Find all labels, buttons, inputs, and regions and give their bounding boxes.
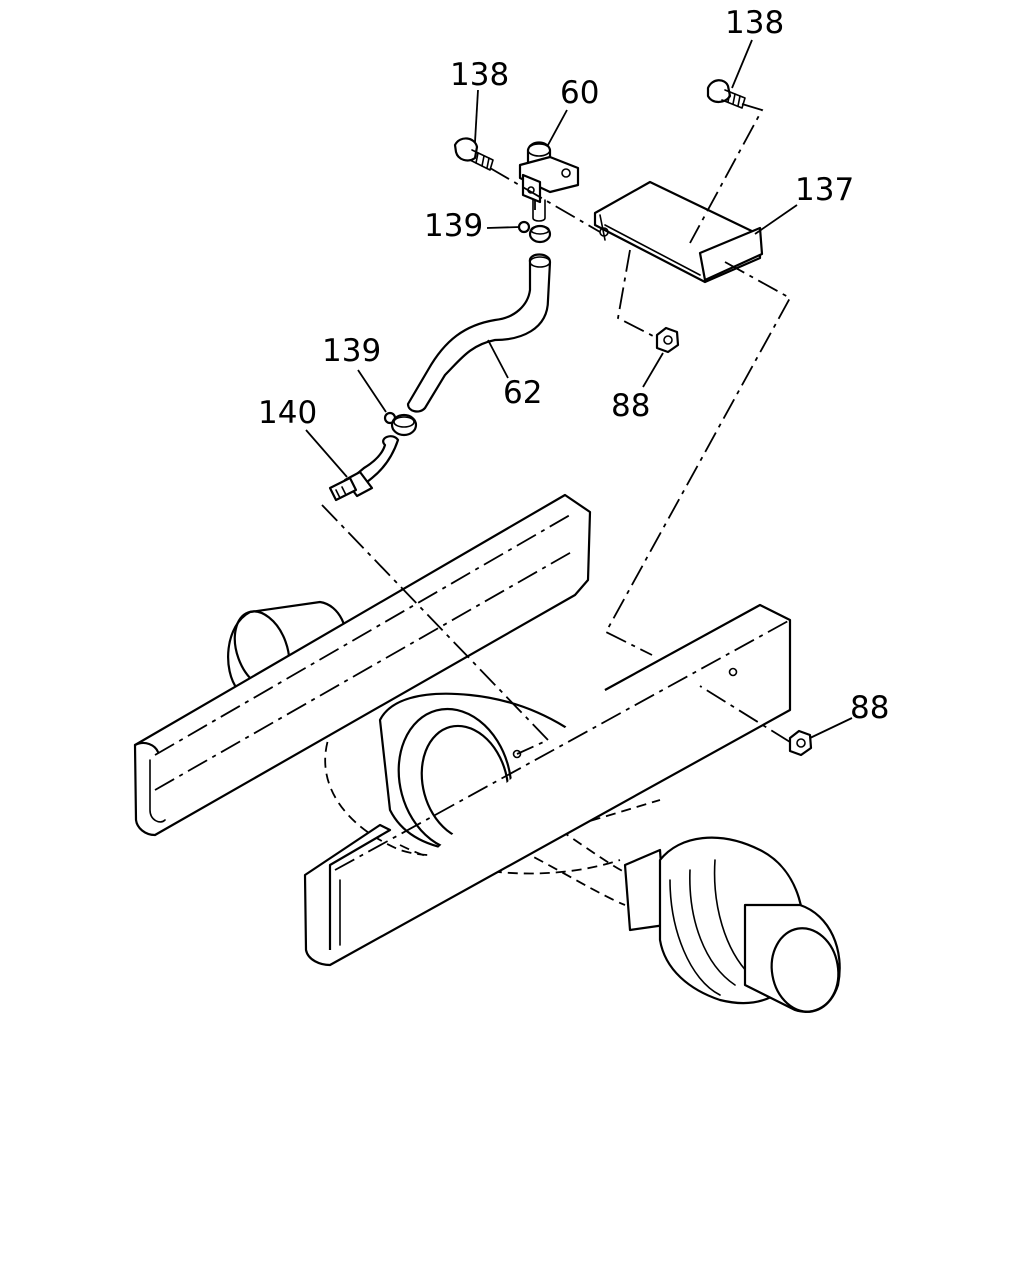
callout-88-lower: 88 (850, 690, 889, 726)
callout-138-left: 138 (450, 57, 509, 93)
assembly-lines (321, 103, 792, 755)
clamp-60 (518, 141, 580, 222)
clip-139-lower (383, 411, 418, 437)
callout-labels: 138 138 60 137 139 62 88 139 140 88 (258, 5, 889, 726)
callout-62: 62 (503, 375, 542, 411)
rear-axle-assembly (227, 600, 841, 1013)
hose-62 (406, 253, 552, 413)
callout-139-lower: 139 (322, 333, 381, 369)
clip-139-upper (517, 220, 552, 244)
fitting-140 (328, 435, 400, 502)
leader-lines (305, 39, 853, 739)
callout-60: 60 (560, 75, 599, 111)
callout-137: 137 (795, 172, 854, 208)
callout-138-top-right: 138 (725, 5, 784, 41)
bolt-138-top (706, 79, 746, 109)
frame-rail-upper (133, 493, 592, 837)
callout-140: 140 (258, 395, 317, 431)
bracket-137 (593, 180, 764, 284)
callout-139-upper: 139 (424, 208, 483, 244)
nut-88-upper (655, 326, 680, 354)
nut-88-lower (788, 729, 813, 757)
frame-rail-lower (303, 603, 792, 967)
callout-88-upper: 88 (611, 388, 650, 424)
bolt-138-left (453, 137, 494, 171)
